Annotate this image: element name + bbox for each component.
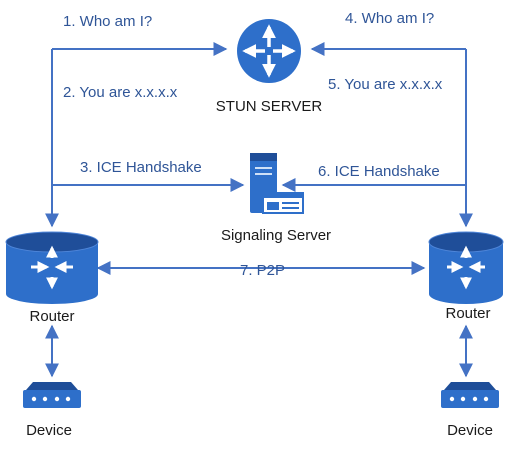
router-right-label: Router xyxy=(445,305,490,322)
step-3-label: 3. ICE Handshake xyxy=(80,159,202,176)
router-cylinder-icon xyxy=(428,231,504,304)
device-icon xyxy=(441,382,499,408)
step-2-label: 2. You are x.x.x.x xyxy=(63,84,178,101)
server-icon xyxy=(250,153,304,214)
device-left-node: Device xyxy=(23,382,81,439)
router-left-node: Router xyxy=(5,231,99,325)
signaling-server-node: Signaling Server xyxy=(221,153,331,244)
step-5-label: 5. You are x.x.x.x xyxy=(328,76,443,93)
router-icon xyxy=(237,19,301,83)
signaling-server-label: Signaling Server xyxy=(221,227,331,244)
device-right-node: Device xyxy=(441,382,499,439)
device-right-label: Device xyxy=(447,422,493,439)
router-cylinder-icon xyxy=(5,231,99,304)
device-icon xyxy=(23,382,81,408)
step-7-label: 7. P2P xyxy=(240,262,285,279)
step-1-label: 1. Who am I? xyxy=(63,13,152,30)
device-left-label: Device xyxy=(26,422,72,439)
step-4-label: 4. Who am I? xyxy=(345,10,434,27)
stun-server-node: STUN SERVER xyxy=(216,19,323,115)
step-6-label: 6. ICE Handshake xyxy=(318,163,440,180)
stun-server-label: STUN SERVER xyxy=(216,98,323,115)
router-left-label: Router xyxy=(29,308,74,325)
router-right-node: Router xyxy=(428,231,504,322)
